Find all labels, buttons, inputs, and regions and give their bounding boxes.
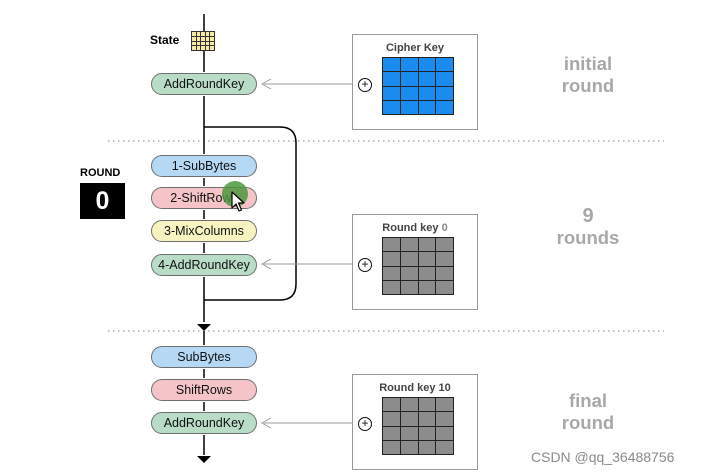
key-byte-cell bbox=[400, 398, 418, 412]
key-byte-cell bbox=[400, 266, 418, 280]
cipher-key-grid bbox=[382, 57, 454, 115]
key-byte-cell bbox=[400, 412, 418, 426]
cipher-key-box: Cipher Key + bbox=[352, 34, 478, 130]
key-byte-cell bbox=[400, 426, 418, 440]
round-loop-path bbox=[204, 126, 297, 301]
key-byte-cell bbox=[383, 266, 400, 280]
key-byte-cell bbox=[436, 280, 453, 294]
final-add-round-key-step[interactable]: AddRoundKey bbox=[151, 412, 257, 434]
round-caption: ROUND bbox=[80, 167, 121, 179]
key-byte-cell bbox=[418, 440, 436, 454]
initial-round-label-line2: round bbox=[561, 75, 615, 96]
subbytes-step[interactable]: 1-SubBytes bbox=[151, 155, 257, 177]
arrowhead-final-out bbox=[197, 456, 211, 463]
round-key-grid bbox=[382, 237, 454, 295]
round-number-badge: 0 bbox=[80, 183, 125, 219]
add-round-key-step[interactable]: 4-AddRoundKey bbox=[151, 254, 257, 276]
key-byte-cell bbox=[400, 440, 418, 454]
xor-icon: + bbox=[358, 417, 372, 431]
round-key-title-text: Round key bbox=[382, 222, 439, 234]
initial-add-round-key-step[interactable]: AddRoundKey bbox=[151, 73, 257, 95]
key-byte-cell bbox=[436, 100, 453, 114]
initial-round-label-line1: initial bbox=[563, 53, 613, 74]
key-byte-cell bbox=[400, 58, 418, 72]
key-byte-cell bbox=[418, 58, 436, 72]
key-byte-cell bbox=[400, 72, 418, 86]
key-byte-cell bbox=[383, 412, 400, 426]
key-byte-cell bbox=[383, 280, 400, 294]
final-shiftrows-step[interactable]: ShiftRows bbox=[151, 379, 257, 401]
round-key-title: Round key 0 bbox=[353, 222, 477, 234]
cipher-key-title: Cipher Key bbox=[385, 42, 445, 54]
key-arrowhead-round bbox=[260, 258, 272, 270]
final-round-key-box: Round key 10 + bbox=[352, 374, 478, 470]
key-byte-cell bbox=[418, 280, 436, 294]
state-label: State bbox=[150, 33, 180, 47]
final-round-label: final round bbox=[530, 390, 646, 434]
key-byte-cell bbox=[418, 398, 436, 412]
key-byte-cell bbox=[400, 252, 418, 266]
final-subbytes-step[interactable]: SubBytes bbox=[151, 346, 257, 368]
mouse-cursor-icon bbox=[231, 191, 245, 212]
key-byte-cell bbox=[418, 72, 436, 86]
key-byte-cell bbox=[400, 280, 418, 294]
main-rounds-count: 9 bbox=[582, 205, 594, 227]
key-byte-cell bbox=[418, 252, 436, 266]
key-byte-cell bbox=[436, 252, 453, 266]
arrowhead-round-out bbox=[197, 324, 211, 331]
key-byte-cell bbox=[383, 72, 400, 86]
final-round-label-line2: round bbox=[561, 412, 615, 433]
mixcolumns-step[interactable]: 3-MixColumns bbox=[151, 220, 257, 242]
xor-icon: + bbox=[358, 258, 372, 272]
key-byte-cell bbox=[436, 440, 453, 454]
key-arrowhead-final bbox=[260, 417, 272, 429]
initial-round-label: initial round bbox=[530, 53, 646, 97]
key-byte-cell bbox=[436, 266, 453, 280]
key-byte-cell bbox=[436, 86, 453, 100]
main-rounds-label: 9 rounds bbox=[530, 205, 646, 249]
final-round-key-grid bbox=[382, 397, 454, 455]
key-arrowhead-initial bbox=[260, 78, 272, 90]
state-grid-icon bbox=[191, 31, 215, 51]
key-byte-cell bbox=[436, 412, 453, 426]
main-rounds-label-line2: rounds bbox=[556, 227, 620, 248]
key-byte-cell bbox=[383, 440, 400, 454]
key-byte-cell bbox=[418, 266, 436, 280]
round-key-box: Round key 0 + bbox=[352, 214, 478, 310]
key-byte-cell bbox=[400, 238, 418, 252]
key-byte-cell bbox=[436, 426, 453, 440]
key-byte-cell bbox=[418, 86, 436, 100]
key-byte-cell bbox=[383, 238, 400, 252]
key-byte-cell bbox=[400, 86, 418, 100]
key-byte-cell bbox=[418, 412, 436, 426]
round-key-index: 0 bbox=[441, 222, 448, 234]
key-byte-cell bbox=[383, 86, 400, 100]
key-byte-cell bbox=[436, 398, 453, 412]
key-byte-cell bbox=[383, 426, 400, 440]
key-byte-cell bbox=[436, 238, 453, 252]
key-byte-cell bbox=[400, 100, 418, 114]
key-byte-cell bbox=[383, 58, 400, 72]
watermark: CSDN @qq_36488756 bbox=[531, 449, 675, 465]
key-byte-cell bbox=[436, 72, 453, 86]
key-byte-cell bbox=[383, 100, 400, 114]
final-round-key-title: Round key 10 bbox=[379, 382, 451, 394]
xor-icon: + bbox=[358, 78, 372, 92]
key-byte-cell bbox=[418, 238, 436, 252]
final-round-label-line1: final bbox=[568, 390, 608, 411]
key-byte-cell bbox=[436, 58, 453, 72]
key-byte-cell bbox=[418, 100, 436, 114]
key-byte-cell bbox=[383, 398, 400, 412]
key-byte-cell bbox=[383, 252, 400, 266]
key-byte-cell bbox=[418, 426, 436, 440]
